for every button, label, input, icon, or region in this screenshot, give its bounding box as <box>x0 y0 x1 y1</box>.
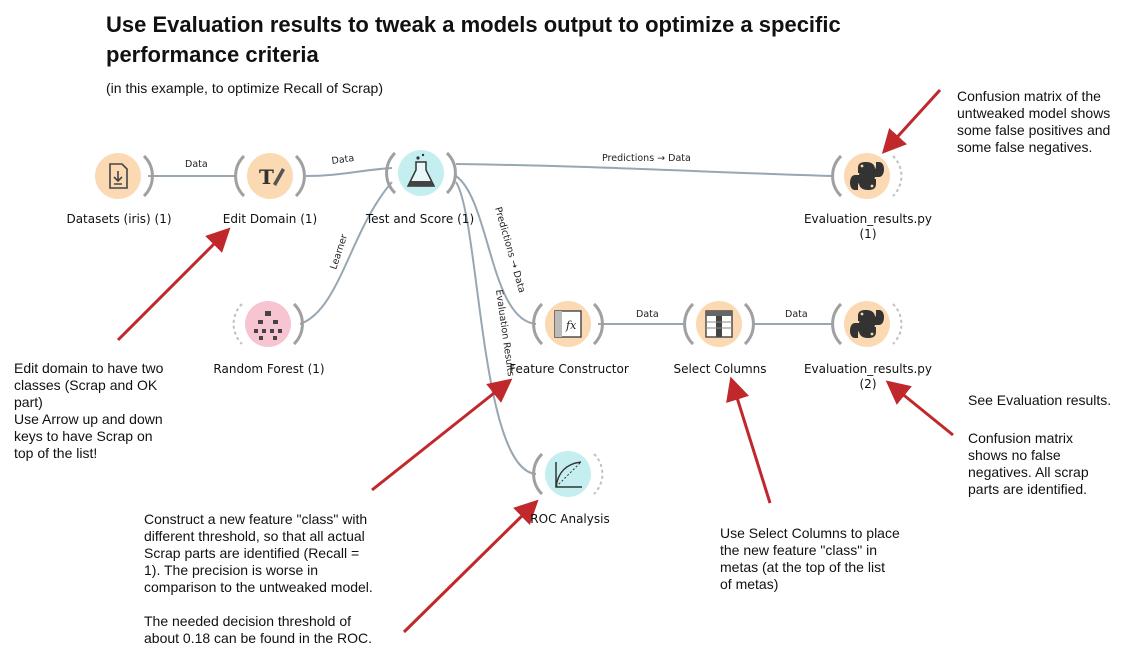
widget-edit-domain[interactable]: T <box>234 153 306 199</box>
widget-random-forest[interactable] <box>232 301 304 347</box>
link-test-eval1[interactable] <box>455 163 835 177</box>
link-edit-test[interactable] <box>305 167 393 177</box>
widget-label-eval-results-2-name: Evaluation_results.py <box>803 362 933 376</box>
widget-label-eval-results-1-name: Evaluation_results.py <box>803 212 933 226</box>
widget-feature-constructor[interactable]: fx <box>532 301 604 347</box>
annotation-arrows <box>116 88 954 634</box>
widget-label-test-and-score: Test and Score (1) <box>365 212 475 226</box>
tree-icon <box>254 311 282 340</box>
widget-label-edit-domain: Edit Domain (1) <box>222 212 318 226</box>
widget-label-select-columns: Select Columns <box>673 362 767 376</box>
flask-icon <box>406 153 436 187</box>
python-icon <box>850 162 884 190</box>
note-confusion-matrix-1: Confusion matrix of the untweaked model … <box>957 88 1111 155</box>
link-label-fc-sc: Data <box>636 309 659 320</box>
arrow-to-select-columns <box>726 376 772 504</box>
widget-eval-results-2[interactable] <box>831 301 903 347</box>
widget-roc-analysis[interactable] <box>532 451 604 497</box>
widget-label-eval-results-1: Evaluation_results.py (1) <box>804 212 932 242</box>
python-icon <box>850 310 884 338</box>
link-label-test-eval1: Predictions → Data <box>602 153 691 164</box>
note-confusion-matrix-2: Confusion matrix shows no false negative… <box>968 430 1089 497</box>
link-label-datasets-edit: Data <box>185 159 208 170</box>
widget-eval-results-1[interactable] <box>831 153 903 199</box>
arrow-to-eval1 <box>881 88 942 154</box>
text-edit-icon: T <box>259 165 285 189</box>
arrow-to-feature-constructor <box>371 378 513 492</box>
note-construct-feature: Construct a new feature "class" with dif… <box>144 511 373 646</box>
document-icon <box>109 163 128 189</box>
link-learner[interactable] <box>299 181 393 325</box>
link-test-fc[interactable] <box>455 175 537 325</box>
link-label-learner: Learner <box>328 233 350 271</box>
link-label-sc-eval2: Data <box>785 309 808 320</box>
widget-label-datasets: Datasets (iris) (1) <box>66 212 172 226</box>
widget-label-random-forest: Random Forest (1) <box>213 362 325 376</box>
widget-label-eval-results-2: Evaluation_results.py (2) <box>804 362 932 392</box>
columns-icon <box>705 310 733 338</box>
note-edit-domain: Edit domain to have two classes (Scrap a… <box>14 360 164 461</box>
arrow-to-eval2 <box>885 380 954 437</box>
roc-curve-icon <box>555 461 582 488</box>
page-subtitle: (in this example, to optimize Recall of … <box>106 80 383 96</box>
widget-label-eval-results-2-index: (2) <box>859 377 877 391</box>
note-see-evaluation: See Evaluation results. <box>968 392 1112 408</box>
note-select-columns: Use Select Columns to place the new feat… <box>720 525 900 592</box>
widget-datasets[interactable] <box>95 153 154 199</box>
arrow-to-roc <box>402 499 539 634</box>
widget-label-feature-constructor: Feature Constructor <box>509 362 629 376</box>
arrow-to-edit-domain <box>116 227 231 342</box>
formula-icon: fx <box>554 310 582 338</box>
links <box>148 163 835 475</box>
link-label-test-fc: Predictions → Data <box>492 206 527 294</box>
link-test-roc[interactable] <box>455 181 537 475</box>
widget-select-columns[interactable] <box>683 301 755 347</box>
page-title: Use Evaluation results to tweak a models… <box>106 12 841 67</box>
svg-text:T: T <box>259 165 274 189</box>
svg-text:fx: fx <box>565 319 577 332</box>
widget-label-eval-results-1-index: (1) <box>859 227 877 241</box>
widget-label-roc-analysis: ROC Analysis <box>530 512 610 526</box>
widget-test-and-score[interactable] <box>385 150 457 196</box>
link-label-edit-test: Data <box>331 153 355 167</box>
